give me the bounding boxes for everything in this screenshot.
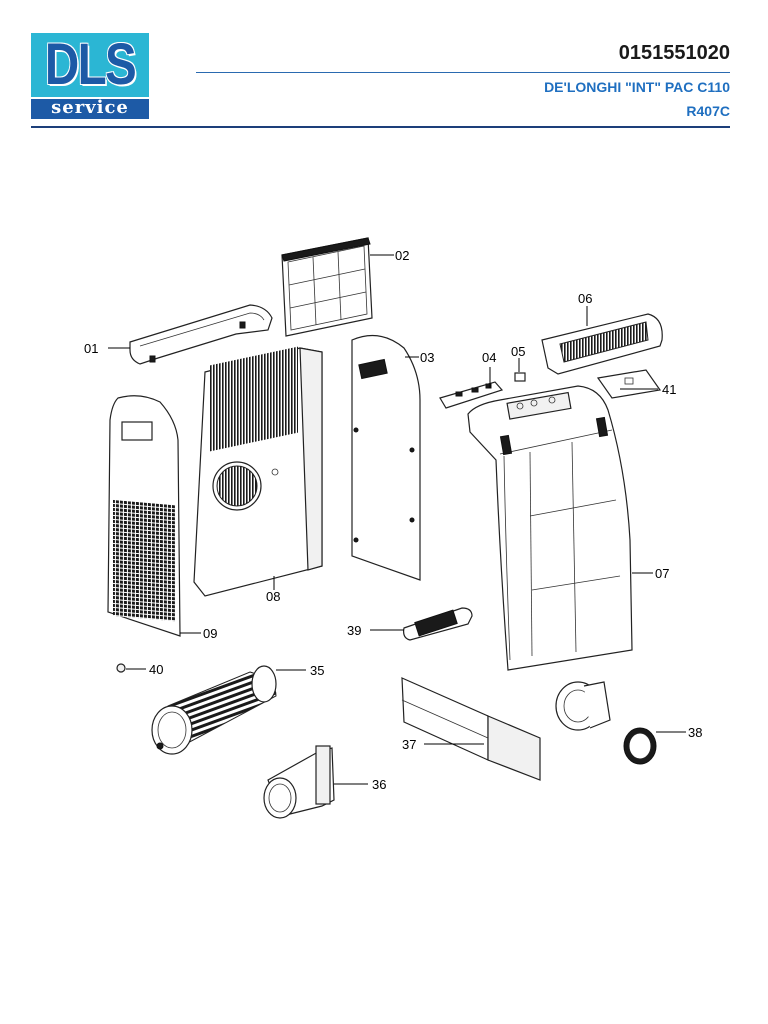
- part-39-remote-control: [403, 607, 473, 641]
- part-37-window-kit: [401, 677, 541, 781]
- leader-lines: [108, 254, 686, 785]
- part-08-rear-frame: [193, 346, 323, 597]
- logo-tagline: service: [51, 97, 129, 118]
- label-part-09: 09: [203, 626, 217, 641]
- dls-service-logo: DLS service: [31, 33, 149, 119]
- label-part-05: 05: [511, 344, 525, 359]
- model-name: DE'LONGHI "INT" PAC C110: [544, 79, 730, 95]
- part-02-filter: [281, 237, 373, 337]
- part-06-top-grille: [541, 313, 663, 375]
- part-05-button: [514, 372, 526, 382]
- part-01-handle: [129, 304, 273, 365]
- part-36-window-nozzle: [263, 745, 335, 819]
- label-part-07: 07: [655, 566, 669, 581]
- label-part-37: 37: [402, 737, 416, 752]
- part-38-adapter: [555, 681, 657, 765]
- label-part-36: 36: [372, 777, 386, 792]
- part-03-side-panel: [351, 334, 421, 581]
- label-part-02: 02: [395, 248, 409, 263]
- logo-top-panel: [31, 33, 149, 97]
- logo-letters: DLS: [44, 32, 137, 97]
- part-09-side-panel: [107, 395, 181, 637]
- header-bottom-rule: [31, 126, 730, 128]
- label-part-06: 06: [578, 291, 592, 306]
- label-part-04: 04: [482, 350, 496, 365]
- label-part-39: 39: [347, 623, 361, 638]
- part-41-label-mark: [624, 377, 634, 385]
- part-40-cap: [116, 663, 126, 673]
- label-part-03: 03: [420, 350, 434, 365]
- refrigerant-type: R407C: [686, 103, 730, 119]
- document-code: 0151551020: [618, 42, 730, 64]
- label-part-35: 35: [310, 663, 324, 678]
- logo-bottom-band: [31, 99, 149, 119]
- label-part-41: 41: [662, 382, 676, 397]
- label-part-40: 40: [149, 662, 163, 677]
- part-04-control-board: [439, 381, 504, 409]
- header-divider: [196, 72, 730, 73]
- part-35-exhaust-hose: [151, 665, 277, 755]
- label-part-38: 38: [688, 725, 702, 740]
- part-07-front-cabinet: [467, 385, 633, 671]
- label-part-08: 08: [266, 589, 280, 604]
- label-part-01: 01: [84, 341, 98, 356]
